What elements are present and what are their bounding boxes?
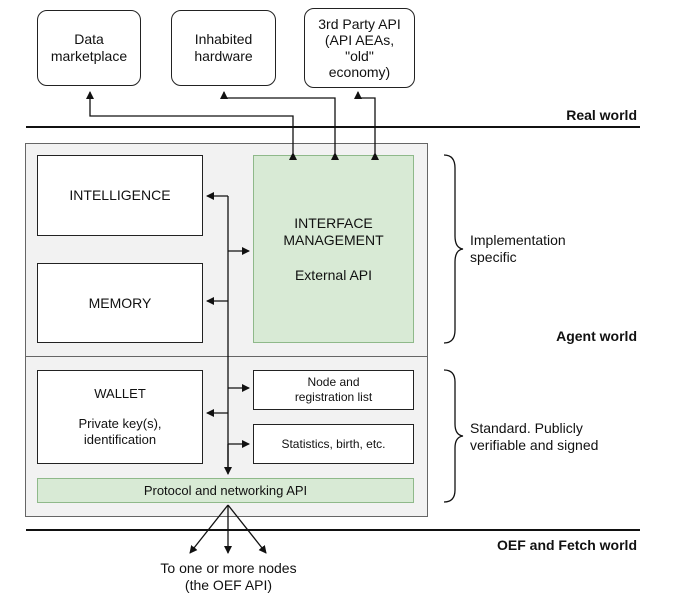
wallet-box: WALLET Private key(s), identification: [37, 370, 203, 464]
data-marketplace-box: Data marketplace: [37, 10, 141, 86]
wallet-subtitle: Private key(s), identification: [78, 416, 162, 447]
oef-api-nodes-label: To one or more nodes (the OEF API): [160, 560, 297, 593]
standard-brace: [443, 369, 464, 503]
third-party-api-box: 3rd Party API (API AEAs, "old" economy): [304, 8, 415, 88]
statistics-box: Statistics, birth, etc.: [253, 424, 414, 464]
arrow-to-inhabited-hardware: [220, 91, 339, 160]
implementation-brace: [443, 154, 464, 344]
interface-management-box: INTERFACE MANAGEMENT External API: [253, 155, 414, 343]
protocol-networking-box: Protocol and networking API: [37, 478, 414, 503]
agent-world-label: Agent world: [556, 328, 637, 344]
oef-fetch-world-label: OEF and Fetch world: [496, 537, 637, 553]
arrow-node-left: [189, 504, 229, 554]
memory-box: MEMORY: [37, 263, 203, 343]
arrow-to-data-marketplace: [86, 91, 297, 160]
arrow-to-third-party-api: [354, 91, 379, 160]
real-world-label: Real world: [566, 107, 637, 123]
inhabited-hardware-box: Inhabited hardware: [171, 10, 276, 86]
intelligence-box: INTELLIGENCE: [37, 155, 203, 236]
standard-verifiable-label: Standard. Publicly verifiable and signed: [470, 420, 599, 453]
oef-world-divider: [26, 529, 640, 531]
wallet-title: WALLET: [94, 386, 146, 401]
external-api-label: External API: [294, 266, 373, 283]
implementation-specific-label: Implementation specific: [470, 232, 566, 265]
interface-management-title: INTERFACE MANAGEMENT: [283, 214, 384, 248]
node-registration-box: Node and registration list: [253, 370, 414, 410]
arrow-node-right: [227, 504, 267, 554]
